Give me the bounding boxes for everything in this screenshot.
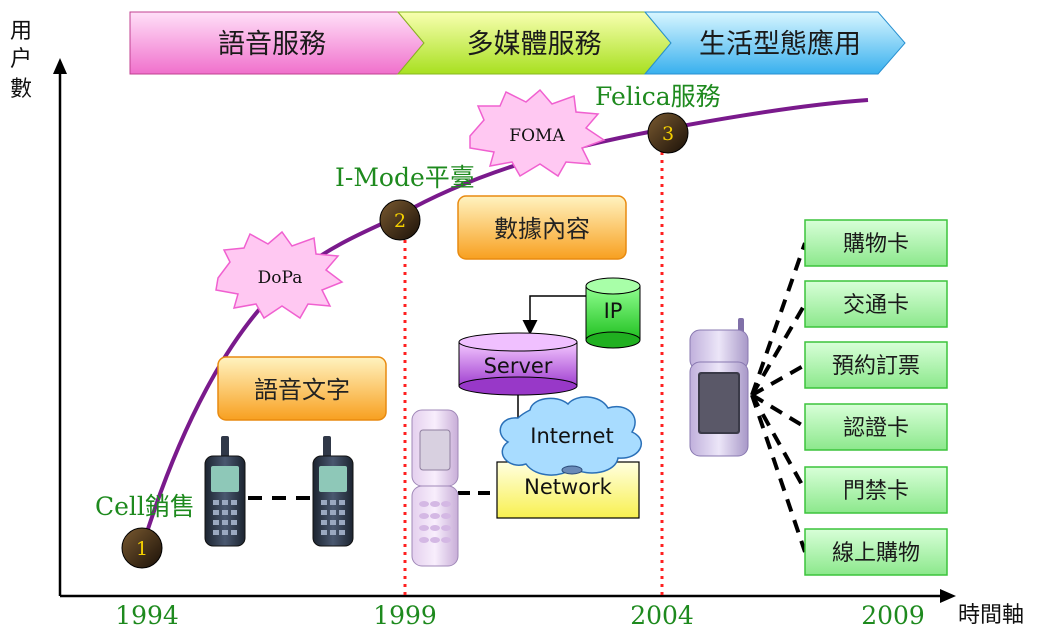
data-content-box: 數據內容 — [457, 195, 627, 260]
voice-text-box: 語音文字 — [217, 356, 387, 421]
card-connector-5 — [750, 394, 807, 491]
card-online: 線上購物 — [804, 528, 948, 576]
milestone-1-label: Cell銷售 — [95, 492, 195, 521]
milestone-3-number: 3 — [662, 123, 674, 145]
card-shopping-label: 購物卡 — [843, 232, 909, 257]
server-cylinder: Server — [458, 332, 578, 396]
card-booking: 預約訂票 — [804, 341, 948, 389]
milestone-2-label: I-Mode平臺 — [335, 163, 475, 192]
server-label: Server — [484, 354, 553, 378]
year-label-2009: 2009 — [861, 601, 925, 630]
voice-text-label: 語音文字 — [254, 376, 350, 404]
phase-bar: 語音服務 多媒體服務 生活型態應用 — [129, 11, 906, 75]
ip-label: IP — [604, 299, 623, 323]
phone-icon-1 — [204, 436, 246, 547]
card-connectors — [750, 242, 807, 553]
y-axis-label-char-3: 數 — [10, 77, 32, 102]
card-online-label: 線上購物 — [832, 541, 920, 566]
milestone-1: 1 Cell銷售 — [95, 492, 195, 569]
internet-cloud: Internet — [499, 396, 643, 476]
card-access-label: 門禁卡 — [843, 479, 909, 504]
year-label-1999: 1999 — [373, 601, 437, 630]
card-connector-3 — [751, 363, 806, 397]
dopa-burst: DoPa — [215, 230, 344, 320]
x-axis-label: 時間軸 — [958, 603, 1024, 628]
milestone-3: 3 Felica服務 — [595, 82, 721, 154]
milestone-3-ball — [647, 112, 689, 154]
phase-life-chevron — [643, 11, 906, 75]
phase-voice-label: 語音服務 — [218, 29, 326, 60]
phase-life-label: 生活型態應用 — [699, 29, 861, 60]
data-content-label: 數據內容 — [494, 215, 590, 243]
router-icon — [561, 465, 583, 475]
y-axis-label-char-2: 户 — [10, 47, 32, 72]
phone-icon-3 — [411, 409, 459, 567]
y-axis-arrow — [53, 58, 67, 74]
foma-burst: FOMA — [469, 88, 606, 178]
card-connector-2 — [750, 302, 807, 397]
voice-text-box-bg — [217, 356, 387, 421]
milestone-2-number: 2 — [394, 210, 406, 232]
card-booking-label: 預約訂票 — [832, 354, 920, 379]
year-label-1994: 1994 — [115, 601, 179, 630]
card-access: 門禁卡 — [804, 466, 948, 514]
phase-media-label: 多媒體服務 — [467, 29, 602, 60]
milestone-1-number: 1 — [136, 538, 148, 560]
data-content-box-bg — [457, 195, 627, 260]
milestone-2: 2 I-Mode平臺 — [335, 163, 475, 241]
card-auth: 認證卡 — [804, 403, 948, 451]
dopa-burst-shape — [215, 230, 344, 320]
card-connector-4 — [750, 393, 807, 429]
internet-label: Internet — [530, 424, 613, 448]
year-label-2004: 2004 — [630, 601, 694, 630]
card-shopping: 購物卡 — [804, 219, 948, 267]
milestone-1-ball — [121, 527, 163, 569]
card-connector-1 — [750, 242, 807, 396]
card-list: 購物卡 交通卡 預約訂票 認證卡 門禁卡 線上購物 — [804, 219, 948, 576]
card-transport-label: 交通卡 — [843, 293, 909, 318]
y-axis-label-char-1: 用 — [10, 19, 32, 44]
card-connector-6 — [750, 394, 807, 553]
phone-icon-2 — [312, 436, 354, 547]
x-axis-arrow — [940, 589, 956, 603]
dopa-label: DoPa — [258, 268, 303, 288]
card-transport: 交通卡 — [804, 280, 948, 328]
network-label: Network — [524, 475, 613, 499]
foma-label: FOMA — [509, 126, 565, 146]
year-markers — [403, 152, 664, 596]
ip-cylinder: IP — [585, 277, 641, 349]
phone-icon-4 — [689, 318, 749, 457]
foma-burst-shape — [469, 88, 606, 178]
network-diagram: IP Server Network Internet — [458, 277, 643, 519]
card-auth-label: 認證卡 — [843, 416, 909, 441]
ip-server-connector — [522, 295, 586, 335]
milestone-3-label: Felica服務 — [595, 82, 721, 111]
axes: 用 户 數 時間軸 1994 1999 2004 2009 — [10, 19, 1024, 630]
milestone-2-ball — [379, 199, 421, 241]
